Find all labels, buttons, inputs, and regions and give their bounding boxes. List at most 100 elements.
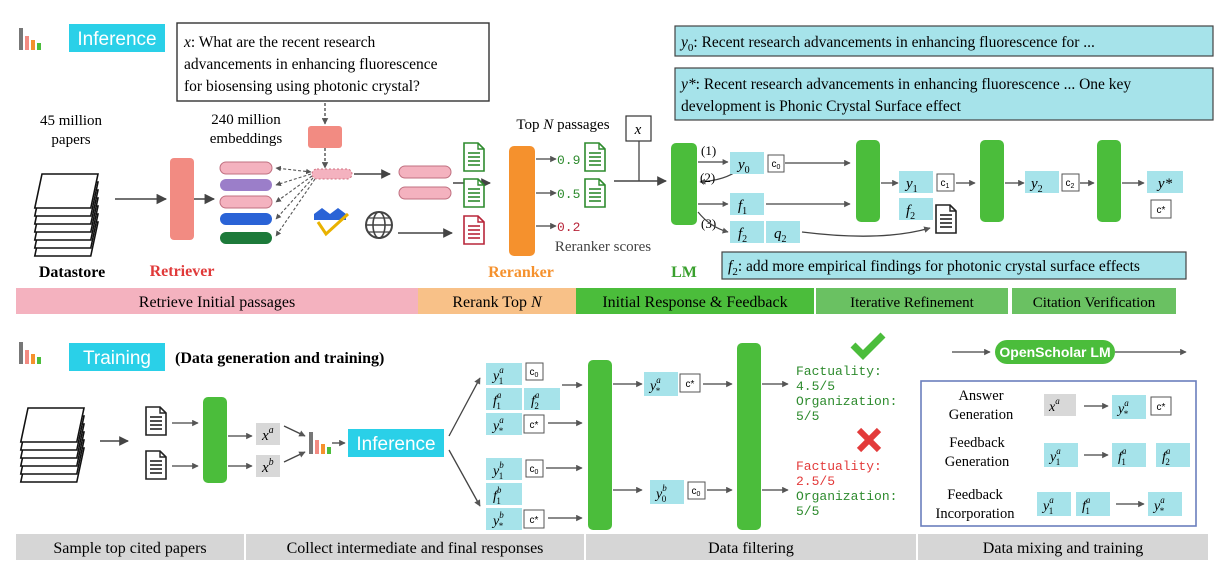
stage-sample (16, 534, 244, 560)
c1-token-label: c1 (941, 178, 950, 190)
stage-initial-response (576, 288, 814, 314)
sampled-paper-1-icon (145, 406, 167, 436)
y0-b-token (650, 480, 684, 504)
stage-initial-response-label: Initial Response & Feedback (602, 294, 787, 311)
openscholar-lm-label: OpenScholar LM (999, 344, 1110, 360)
inference-badge-training (348, 429, 444, 457)
c0-token (767, 154, 785, 173)
organization-a-value: 5/5 (796, 409, 819, 424)
query-embedding (311, 168, 353, 180)
f2-note: f2: add more empirical findings for phot… (728, 258, 1140, 278)
stage-citation-verification-label: Citation Verification (1033, 295, 1156, 311)
stage-iterative-refinement-label: Iterative Refinement (850, 295, 975, 311)
svg-text:yb0: yb0 (654, 483, 667, 504)
f2-feedback-token-label: f2 (906, 203, 915, 222)
xb-token-label: xb (261, 457, 274, 476)
reranker-block (509, 146, 535, 256)
stage-filter (586, 534, 916, 560)
y0-note-box (674, 25, 1214, 57)
svg-text:yb1: yb1 (491, 460, 504, 481)
svg-text:fa1: fa1 (1118, 446, 1127, 467)
ystar-note-box (674, 67, 1214, 121)
ranked-doc-1-icon (584, 142, 606, 172)
retriever-label: Retriever (150, 263, 215, 280)
stage-filter-label: Data filtering (708, 540, 794, 557)
y0-token-label: y0 (736, 157, 750, 176)
topn-label: Top N passages (516, 117, 609, 133)
x-input-label: x (634, 122, 642, 138)
svg-text:xa: xa (1048, 396, 1060, 415)
training-badge-label: Training (83, 348, 151, 369)
cross-icon (856, 427, 882, 453)
lm-refine-block-1 (856, 140, 880, 222)
paper-stack-icon (33, 173, 99, 257)
datastore-label: Datastore (39, 264, 105, 281)
cstar-token (1150, 199, 1172, 219)
factuality-b-value: 2.5/5 (796, 474, 835, 489)
query-line-1: x: What are the recent research (183, 34, 375, 51)
svg-text:c0: c0 (530, 464, 539, 476)
stage-retrieve-label: Retrieve Initial passages (139, 294, 295, 311)
stage-rerank (418, 288, 576, 314)
factuality-a-label: Factuality: (796, 364, 882, 379)
ystara-token-label: ya* (491, 415, 504, 436)
svg-text:ya1: ya1 (1041, 495, 1054, 516)
f2-note-box (721, 251, 1187, 280)
f2-token (730, 221, 764, 243)
c1-token (936, 173, 955, 192)
training-badge (69, 343, 165, 371)
feedback-gen-label-2: Generation (945, 454, 1010, 470)
svg-text:ya*: ya* (1152, 495, 1165, 516)
svg-text:c*: c* (530, 420, 539, 431)
answer-gen-label-2: Generation (949, 407, 1014, 423)
c2-token-label: c2 (1066, 178, 1075, 190)
data-filter-lm-block-2 (737, 343, 761, 530)
training-subtitle: (Data generation and training) (175, 350, 384, 367)
stage-retrieve (16, 288, 418, 314)
reranker-scores-label: Reranker scores (555, 239, 651, 255)
inference-badge-training-label: Inference (356, 434, 435, 455)
retrieved-doc-icon (935, 204, 957, 234)
lm-block (671, 143, 697, 225)
query-gen-lm-block (203, 397, 227, 483)
retriever-block (170, 158, 194, 240)
y2-token-label: y2 (1029, 176, 1043, 195)
retrieved-embedding-1 (398, 165, 452, 179)
y1-token-label: y1 (904, 176, 918, 195)
passage-doc-1-icon (463, 142, 485, 172)
svg-text:ya*: ya* (1116, 398, 1129, 419)
datastore-count: 45 million (40, 113, 103, 129)
svg-text:c*: c* (530, 515, 539, 526)
web-search-icon (365, 211, 393, 239)
passage-doc-3-icon (463, 215, 485, 245)
xb-token (256, 455, 280, 477)
xa-token (256, 423, 280, 445)
svg-text:c0: c0 (530, 367, 539, 379)
lm-refine-block-2 (980, 140, 1004, 222)
inference-badge (69, 24, 165, 52)
svg-text:fa1: fa1 (1082, 495, 1091, 516)
c0-token-label: c0 (772, 159, 781, 171)
lm-verify-block (1097, 140, 1121, 222)
embeddings-label: embeddings (210, 131, 283, 147)
y2-token (1025, 171, 1059, 193)
reranker-score-1: 0.9 (557, 153, 580, 168)
feedback-inc-label-1: Feedback (947, 487, 1003, 503)
svg-text:yb*: yb* (491, 510, 504, 531)
svg-text:fa2: fa2 (1162, 446, 1171, 467)
reranker-score-3: 0.2 (557, 220, 580, 235)
step-2-label: (2) (700, 170, 715, 185)
svg-text:ya*: ya* (648, 375, 661, 396)
query-line-3: for biosensing using photonic crystal? (184, 78, 420, 95)
openscholar-logo-icon (19, 28, 41, 50)
query-encoder-block (308, 126, 342, 148)
openscholar-logo-icon-3 (309, 432, 331, 454)
stage-collect (246, 534, 584, 560)
f2-feedback-token (899, 198, 933, 220)
inference-badge-label: Inference (77, 29, 156, 50)
svg-text:c0: c0 (692, 486, 701, 498)
